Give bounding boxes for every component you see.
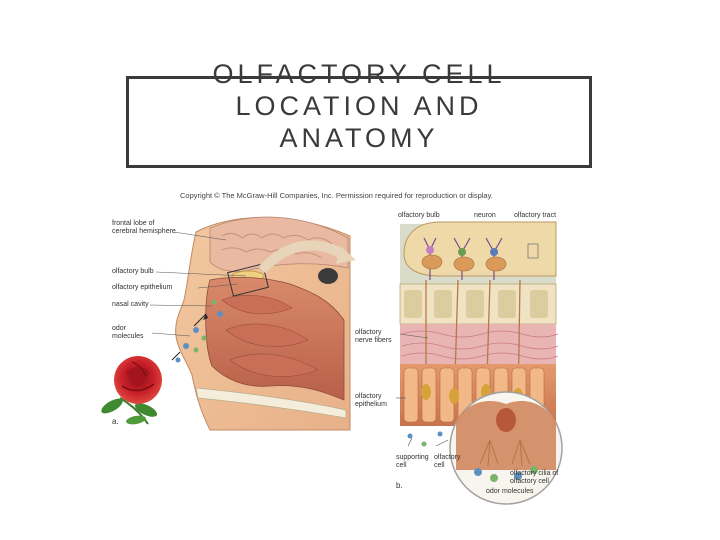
label-odor-molecules-b: odor molecules — [486, 488, 534, 495]
slide-title: OLFACTORY CELL LOCATION AND ANATOMY — [126, 58, 592, 154]
panel-a-letter: a. — [112, 417, 119, 426]
label-olfactory-epithelium-b: olfactory epithelium — [355, 393, 387, 408]
odor-molecules-b — [407, 431, 455, 451]
label-neuron: neuron — [474, 212, 496, 219]
leader-lines-a — [149, 231, 247, 337]
leader-lines-b — [396, 333, 449, 447]
label-olfactory-bulb-a: olfactory bulb — [112, 268, 154, 275]
title-line-1: OLFACTORY CELL — [212, 59, 506, 89]
label-olfactory-cell: olfactory cell — [434, 454, 461, 469]
panel-b-letter: b. — [396, 481, 403, 490]
panel-b-epithelium — [396, 221, 563, 505]
title-box — [126, 76, 592, 168]
title-line-2: LOCATION AND — [235, 91, 483, 121]
label-olfactory-tract: olfactory tract — [514, 212, 557, 219]
label-frontal-lobe: frontal lobe of cerebral hemisphere — [112, 220, 176, 235]
label-nasal-cavity: nasal cavity — [112, 301, 149, 308]
magnify-box — [227, 263, 269, 297]
rose-image — [101, 356, 162, 425]
odor-molecules-a — [175, 299, 223, 363]
label-olfactory-bulb-b: olfactory bulb — [398, 212, 440, 219]
label-olfactory-epithelium-a: olfactory epithelium — [112, 284, 173, 291]
label-nerve-fibers: olfactory nerve fibers — [355, 329, 392, 344]
copyright-notice: Copyright © The McGraw-Hill Companies, I… — [180, 191, 493, 200]
panel-a-head-section — [149, 216, 356, 431]
title-line-3: ANATOMY — [279, 123, 439, 153]
label-odor-molecules-a: odor molecules — [112, 325, 144, 340]
label-olfactory-cilia: olfactory cilia of olfactory cell — [510, 470, 559, 485]
label-supporting-cell: supporting cell — [396, 454, 429, 469]
frontal-lobe-shape — [209, 216, 349, 272]
